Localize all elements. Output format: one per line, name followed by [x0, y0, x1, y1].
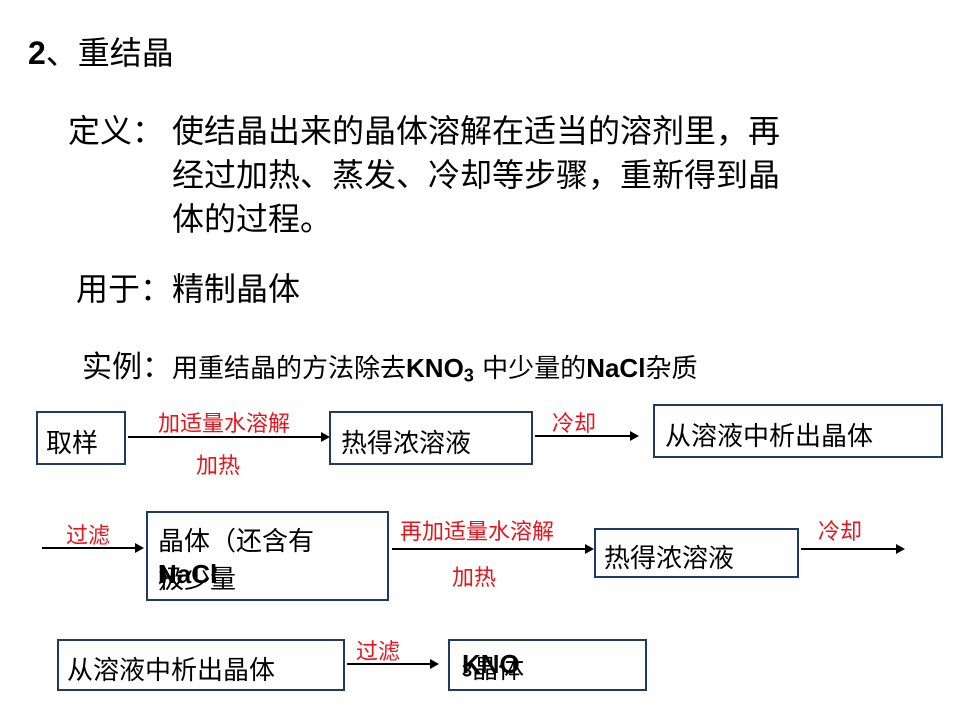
usage-text: 精制晶体	[172, 270, 301, 308]
definition-label: 定义：	[68, 112, 165, 150]
section-number: 2	[28, 35, 46, 71]
example-line: 实例：用重结晶的方法除去KNO3 中少量的NaCl杂质	[82, 342, 697, 387]
flow-arrow-r2-0	[42, 543, 144, 553]
example-nacl: NaCl	[586, 353, 646, 383]
usage-label: 用于：	[76, 270, 173, 308]
example-kno3: KNO3	[406, 353, 474, 386]
section-heading: 2、重结晶	[28, 28, 174, 74]
definition-line-3: 体的过程。	[172, 200, 333, 238]
flow-arrow-r2-1	[392, 544, 594, 554]
flow-arrow-r1-1	[128, 432, 330, 442]
flow-arrow-r2-0-top-label: 过滤	[66, 524, 111, 549]
flow-box-concentrated-solution-2: 热得浓溶液	[594, 528, 799, 578]
flow-box-concentrated-solution-2-label: 热得浓溶液	[604, 544, 735, 574]
flow-arrow-r1-1-top-label: 加适量水溶解	[158, 412, 291, 437]
flow-box-crystallize: 从溶液中析出晶体	[653, 404, 943, 458]
flow-arrow-r3-top-label: 过滤	[356, 640, 401, 665]
flow-box-crystallize-label: 从溶液中析出晶体	[665, 422, 874, 452]
flow-arrow-r1-2	[535, 431, 639, 441]
flow-box-concentrated-solution: 热得浓溶液	[329, 411, 533, 465]
flow-arrow-r1-2-top-label: 冷却	[552, 412, 597, 437]
section-title: 、重结晶	[45, 34, 174, 72]
flow-box-crystallize-2-label: 从溶液中析出晶体	[67, 656, 276, 686]
usage-line: 用于：精制晶体	[76, 264, 300, 310]
flow-box-crystals-line-1: 晶体（还含有	[158, 527, 315, 557]
flow-arrow-r1-1-bottom-label: 加热	[196, 454, 241, 479]
flow-arrow-r2-2	[801, 544, 905, 554]
flow-box-concentrated-solution-label: 热得浓溶液	[341, 429, 472, 459]
example-text-2: 中少量的	[473, 354, 587, 384]
flow-box-sampling-label: 取样	[46, 429, 99, 459]
flow-box-sampling: 取样	[36, 411, 126, 465]
example-text-1: 用重结晶的方法除去	[172, 354, 407, 384]
definition-line-1: 使结晶出来的晶体溶解在适当的溶剂里，再	[172, 112, 781, 150]
flow-arrow-r2-1-top-label: 再加适量水溶解	[400, 520, 555, 545]
flow-arrow-r2-2-top-label: 冷却	[818, 520, 863, 545]
definition-line-2: 经过加热、蒸发、冷却等步骤，重新得到晶	[172, 156, 781, 194]
example-label: 实例：	[82, 350, 172, 385]
flow-arrow-r2-1-bottom-label: 加热	[452, 566, 497, 591]
flow-arrow-r3	[347, 659, 439, 669]
example-text-3: 杂质	[645, 354, 698, 384]
flow-box-crystallize-2: 从溶液中析出晶体	[57, 639, 345, 691]
